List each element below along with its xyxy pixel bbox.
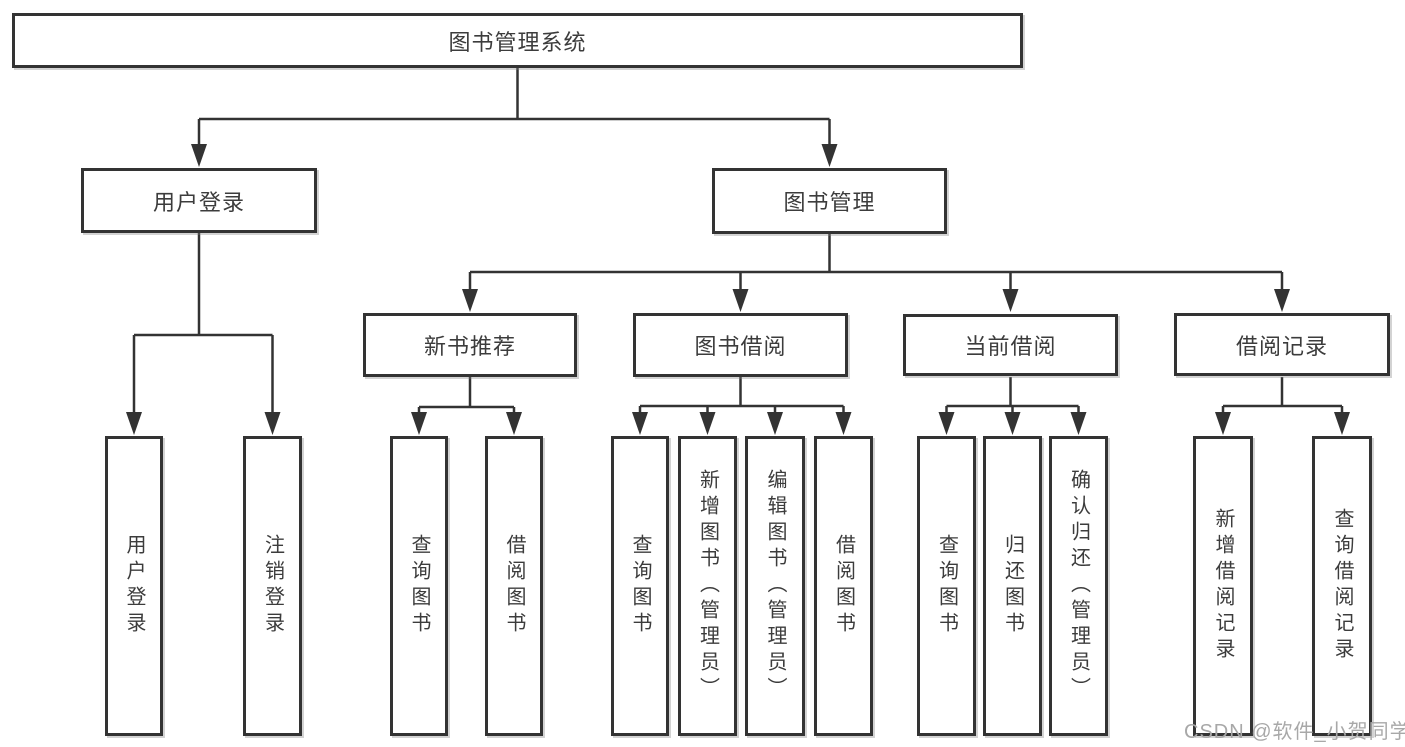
leaf-current-query-book-label: 查询图书 (935, 534, 958, 638)
leaf-recommend-borrow-book-label: 借阅图书 (503, 534, 525, 638)
leaf-logout-label: 注销登录 (261, 534, 284, 638)
node-current-borrow-label: 当前借阅 (964, 334, 1057, 359)
node-book-borrow: 图书借阅 (633, 313, 848, 377)
node-borrow-records-label: 借阅记录 (1235, 333, 1328, 359)
leaf-borrow-add-book-admin: 新增图书（管理员） (678, 436, 737, 736)
leaf-recommend-query-book-label: 查询图书 (408, 534, 430, 638)
node-new-book-recommend: 新书推荐 (363, 313, 577, 377)
node-current-borrow: 当前借阅 (903, 314, 1118, 376)
leaf-borrow-query-book-label: 查询图书 (629, 534, 651, 638)
leaf-records-query-record: 查询借阅记录 (1312, 436, 1372, 736)
node-book-management: 图书管理 (712, 168, 947, 234)
leaf-current-query-book: 查询图书 (917, 436, 976, 736)
node-user-login-label: 用户登录 (152, 189, 245, 215)
leaf-current-return-book: 归还图书 (983, 436, 1042, 736)
leaf-borrow-query-book: 查询图书 (611, 436, 669, 736)
leaf-logout: 注销登录 (243, 436, 302, 736)
leaf-user-login: 用户登录 (105, 436, 163, 736)
leaf-borrow-borrow-book-label: 借阅图书 (832, 534, 855, 638)
node-book-management-label: 图书管理 (783, 190, 876, 215)
node-root: 图书管理系统 (12, 13, 1023, 68)
leaf-borrow-edit-book-admin: 编辑图书（管理员） (745, 436, 805, 736)
node-book-borrow-label: 图书借阅 (694, 334, 787, 359)
leaf-borrow-edit-book-admin-label: 编辑图书（管理员） (764, 469, 786, 703)
node-borrow-records: 借阅记录 (1174, 313, 1390, 376)
leaf-current-confirm-return-admin: 确认归还（管理员） (1049, 436, 1108, 736)
leaf-current-confirm-return-admin-label: 确认归还（管理员） (1067, 469, 1090, 703)
leaf-current-return-book-label: 归还图书 (1001, 534, 1024, 638)
node-new-book-recommend-label: 新书推荐 (423, 334, 516, 359)
leaf-records-query-record-label: 查询借阅记录 (1331, 508, 1353, 664)
leaf-records-add-record-label: 新增借阅记录 (1212, 508, 1234, 664)
leaf-recommend-query-book: 查询图书 (390, 436, 448, 736)
leaf-borrow-borrow-book: 借阅图书 (814, 436, 873, 736)
leaf-user-login-label: 用户登录 (123, 534, 145, 638)
leaf-recommend-borrow-book: 借阅图书 (485, 436, 543, 736)
watermark: CSDN @软件_小贺同学 (1184, 721, 1405, 743)
leaf-borrow-add-book-admin-label: 新增图书（管理员） (696, 469, 719, 703)
node-user-login: 用户登录 (81, 168, 317, 233)
leaf-records-add-record: 新增借阅记录 (1193, 436, 1253, 736)
node-root-label: 图书管理系统 (448, 29, 587, 55)
